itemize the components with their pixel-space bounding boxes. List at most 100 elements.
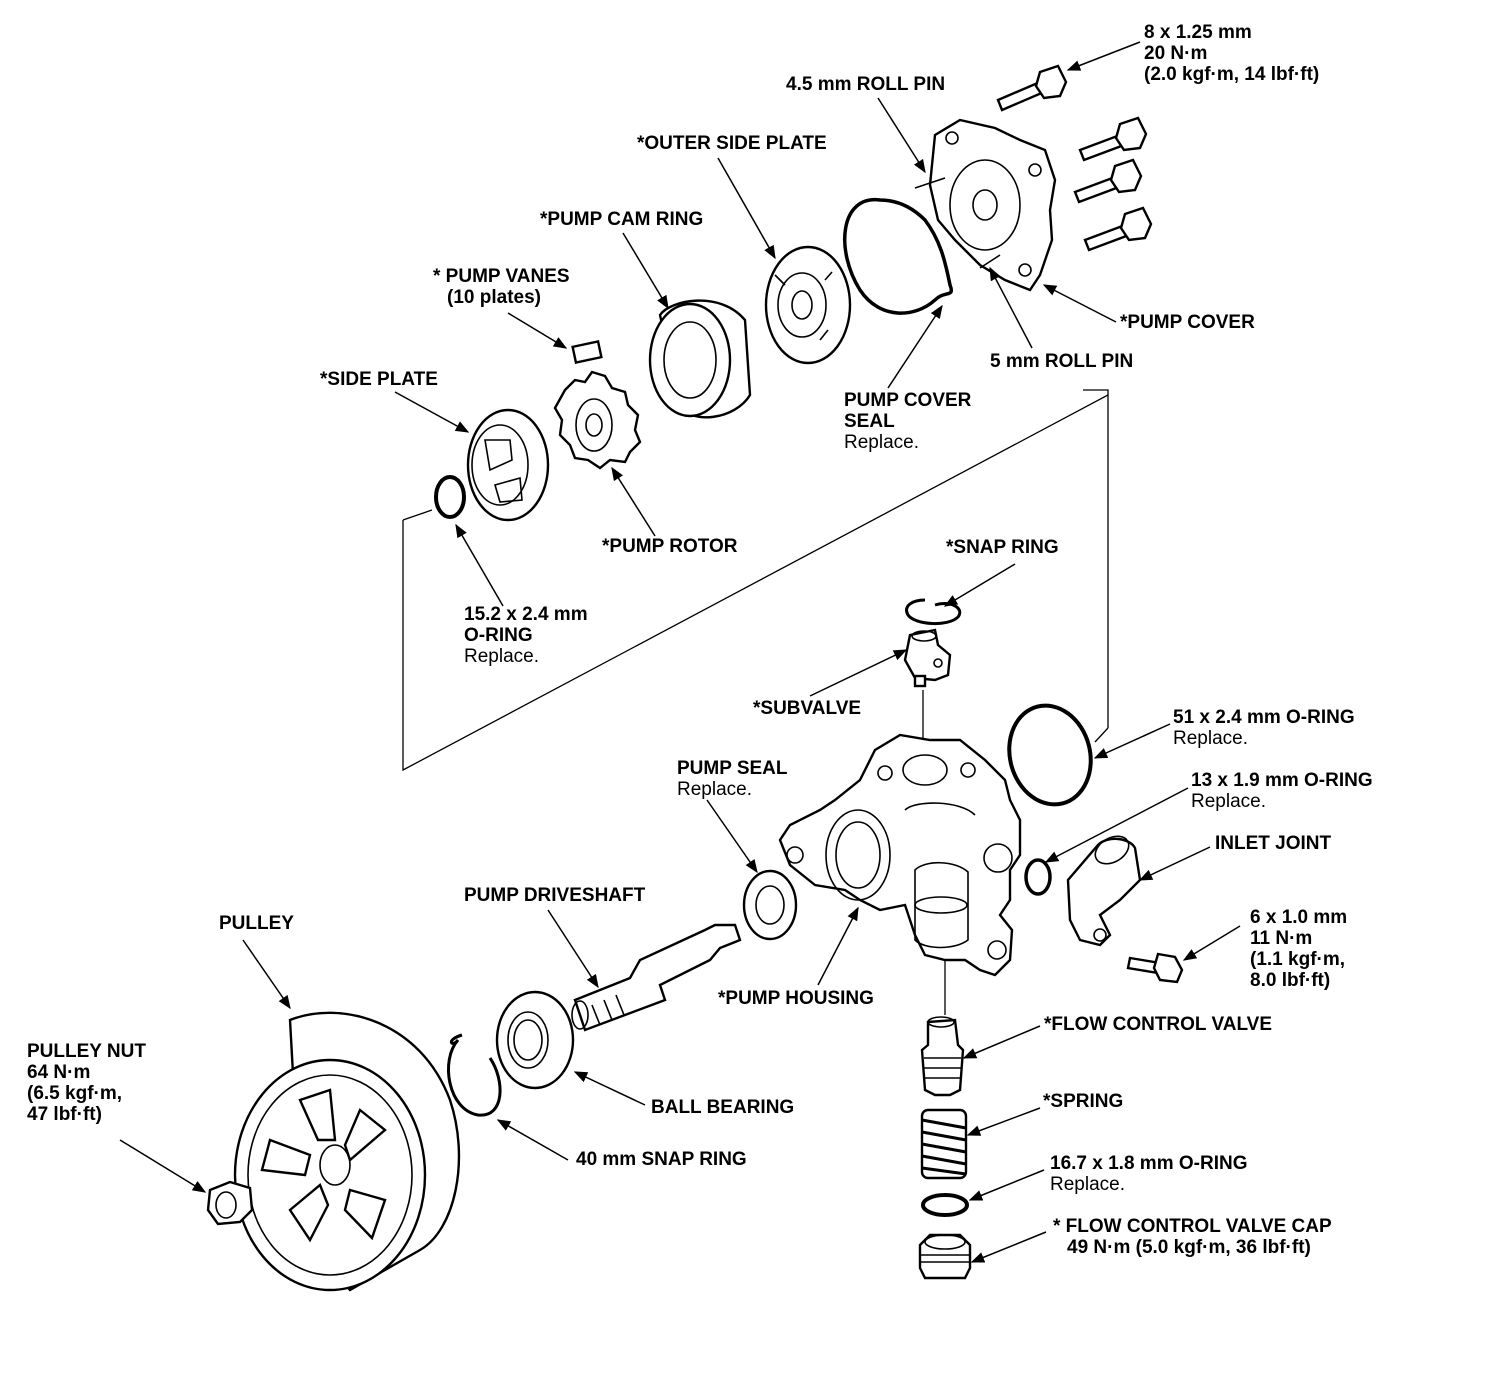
label-roll-pin-5: 5 mm ROLL PIN	[990, 351, 1133, 372]
label-pump-cover: *PUMP COVER	[1120, 312, 1255, 333]
pump-cover-seal	[842, 198, 953, 315]
pump-housing	[778, 733, 1022, 977]
pump-driveshaft	[571, 923, 742, 1032]
flow-control-valve-cap	[918, 1233, 972, 1280]
subvalve	[903, 628, 952, 688]
label-outer-side-plate-text: *OUTER SIDE PLATE	[637, 133, 827, 154]
label-pump-vanes: * PUMP VANES (10 plates)	[433, 266, 570, 308]
label-spring-text: *SPRING	[1043, 1091, 1124, 1112]
oring-16-7	[921, 1193, 969, 1217]
label-bolt-cover-torque: 20 N·m	[1144, 43, 1208, 64]
label-bolt-cover: 8 x 1.25 mm 20 N·m (2.0 kgf·m, 14 lbf·ft…	[1144, 22, 1319, 85]
outer-side-plate	[764, 245, 852, 365]
oring-15-2	[434, 475, 466, 519]
label-bolt-inlet-torque-alt: (1.1 kgf·m,	[1250, 949, 1346, 970]
label-roll-pin-5-text: 5 mm ROLL PIN	[990, 351, 1134, 372]
label-pulley-nut-torque-alt: (6.5 kgf·m,	[27, 1083, 123, 1104]
label-oring-13-text: 13 x 1.9 mm O-RING	[1191, 770, 1373, 791]
pulley	[233, 1011, 461, 1292]
label-bolt-inlet: 6 x 1.0 mm 11 N·m (1.1 kgf·m, 8.0 lbf·ft…	[1250, 907, 1347, 991]
side-plate	[466, 408, 550, 522]
label-bolt-inlet-torque-alt-2: 8.0 lbf·ft)	[1250, 970, 1331, 991]
label-pump-cover-seal-text: PUMP COVER	[844, 390, 972, 411]
ball-bearing	[495, 990, 575, 1090]
label-side-plate: *SIDE PLATE	[320, 369, 438, 390]
label-pump-housing: *PUMP HOUSING	[718, 988, 874, 1009]
label-pump-cover-seal: PUMP COVER SEAL Replace.	[844, 390, 971, 453]
pump-cam-ring	[648, 299, 752, 419]
label-inlet-joint: INLET JOINT	[1215, 833, 1331, 854]
label-pulley-nut-torque-alt-2: 47 lbf·ft)	[27, 1104, 102, 1125]
label-flow-control-valve-cap-text: * FLOW CONTROL VALVE CAP	[1053, 1216, 1332, 1237]
label-pump-seal-text: PUMP SEAL	[677, 758, 788, 779]
label-oring-15-2-text: O-RING	[464, 625, 533, 646]
label-subvalve-text: *SUBVALVE	[753, 698, 862, 719]
label-pump-cam-ring-text: *PUMP CAM RING	[540, 209, 704, 230]
pump-vanes	[571, 340, 603, 364]
label-subvalve: *SUBVALVE	[753, 698, 861, 719]
label-pump-driveshaft: PUMP DRIVESHAFT	[464, 885, 645, 906]
label-outer-side-plate: *OUTER SIDE PLATE	[637, 133, 827, 154]
label-pulley-nut-torque: 64 N·m	[27, 1062, 91, 1083]
label-pulley-nut: PULLEY NUT 64 N·m (6.5 kgf·m, 47 lbf·ft)	[27, 1041, 146, 1125]
label-pump-vanes-text: * PUMP VANES	[433, 266, 570, 287]
label-side-plate-text: *SIDE PLATE	[320, 369, 438, 390]
label-oring-16-7-note: Replace.	[1050, 1174, 1125, 1195]
label-oring-51: 51 x 2.4 mm O-RING Replace.	[1173, 707, 1355, 749]
label-pump-vanes-count: (10 plates)	[447, 287, 541, 308]
label-bolt-cover-size: 8 x 1.25 mm	[1144, 22, 1252, 43]
label-bolt-inlet-size: 6 x 1.0 mm	[1250, 907, 1348, 928]
label-pulley: PULLEY	[219, 913, 294, 934]
label-pump-driveshaft-text: PUMP DRIVESHAFT	[464, 885, 646, 906]
oring-13	[1024, 858, 1052, 896]
pulley-nut	[206, 1180, 254, 1226]
label-oring-15-2-size: 15.2 x 2.4 mm	[464, 604, 588, 625]
label-pulley-nut-text: PULLEY NUT	[27, 1041, 146, 1062]
pump-cover	[914, 118, 1057, 292]
label-oring-51-note: Replace.	[1173, 728, 1248, 749]
label-oring-13-note: Replace.	[1191, 791, 1266, 812]
spring	[920, 1108, 968, 1180]
label-pump-rotor: *PUMP ROTOR	[602, 536, 738, 557]
label-flow-control-valve-cap-torque: 49 N·m (5.0 kgf·m, 36 lbf·ft)	[1067, 1237, 1311, 1258]
label-snap-ring-40: 40 mm SNAP RING	[576, 1149, 747, 1170]
label-roll-pin-4-5: 4.5 mm ROLL PIN	[786, 74, 945, 95]
label-oring-16-7-text: 16.7 x 1.8 mm O-RING	[1050, 1153, 1248, 1174]
label-oring-16-7: 16.7 x 1.8 mm O-RING Replace.	[1050, 1153, 1247, 1195]
label-flow-control-valve-text: *FLOW CONTROL VALVE	[1044, 1014, 1272, 1035]
label-pump-cover-seal-text-2: SEAL	[844, 411, 895, 432]
label-oring-15-2-note: Replace.	[464, 646, 539, 667]
label-oring-15-2: 15.2 x 2.4 mm O-RING Replace.	[464, 604, 588, 667]
label-inlet-joint-text: INLET JOINT	[1215, 833, 1332, 854]
flow-control-valve	[920, 1016, 965, 1097]
label-snap-ring-40-text: 40 mm SNAP RING	[576, 1149, 747, 1170]
label-pump-rotor-text: *PUMP ROTOR	[602, 536, 738, 557]
label-pulley-text: PULLEY	[219, 913, 294, 934]
label-pump-cover-text: *PUMP COVER	[1120, 312, 1255, 333]
label-pump-cover-seal-note: Replace.	[844, 432, 919, 453]
label-ball-bearing: BALL BEARING	[651, 1097, 794, 1118]
label-roll-pin-4-5-text: 4.5 mm ROLL PIN	[786, 74, 946, 95]
inlet-joint	[1066, 835, 1142, 947]
label-snap-ring-top: *SNAP RING	[946, 537, 1059, 558]
label-pump-housing-text: *PUMP HOUSING	[718, 988, 874, 1009]
label-flow-control-valve: *FLOW CONTROL VALVE	[1044, 1014, 1272, 1035]
pump-seal	[742, 869, 798, 941]
label-snap-ring-top-text: *SNAP RING	[946, 537, 1059, 558]
pump-rotor	[553, 370, 642, 470]
label-bolt-inlet-torque: 11 N·m	[1250, 928, 1313, 949]
label-flow-control-valve-cap: * FLOW CONTROL VALVE CAP 49 N·m (5.0 kgf…	[1053, 1216, 1332, 1258]
inlet-bolt	[1126, 952, 1184, 984]
leader-lines	[119, 41, 1241, 1263]
snap-ring-top	[905, 598, 962, 625]
label-pump-seal: PUMP SEAL Replace.	[677, 758, 788, 800]
label-spring: *SPRING	[1043, 1091, 1123, 1112]
label-oring-51-text: 51 x 2.4 mm O-RING	[1173, 707, 1355, 728]
snap-ring-40	[446, 1033, 502, 1117]
label-pump-seal-note: Replace.	[677, 779, 752, 800]
cover-bolts	[996, 64, 1153, 252]
label-bolt-cover-torque-alt: (2.0 kgf·m, 14 lbf·ft)	[1144, 64, 1320, 85]
label-ball-bearing-text: BALL BEARING	[651, 1097, 795, 1118]
label-oring-13: 13 x 1.9 mm O-RING Replace.	[1191, 770, 1373, 812]
